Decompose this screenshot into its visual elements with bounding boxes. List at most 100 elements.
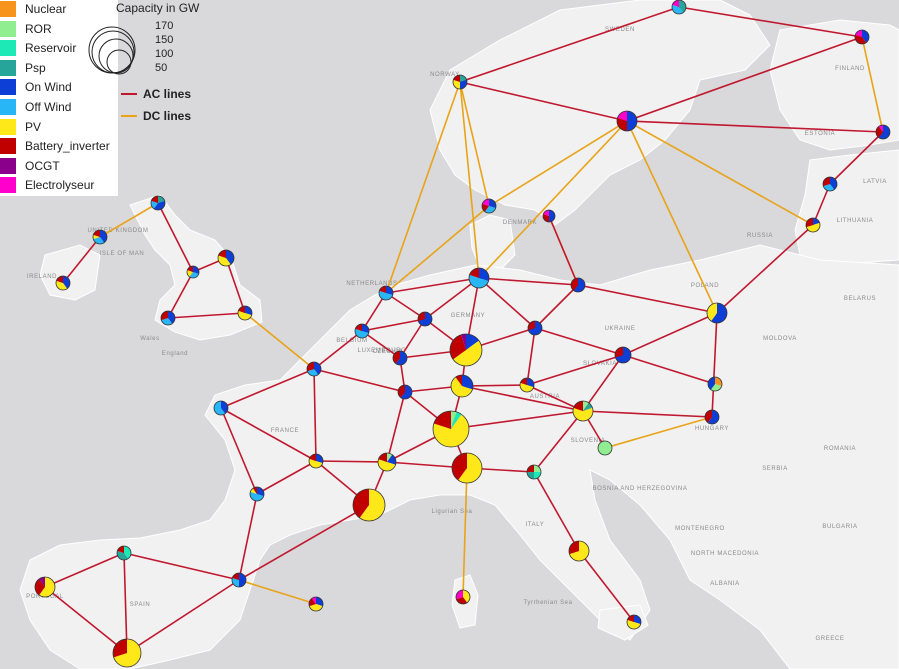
node-ie[interactable] bbox=[55, 275, 71, 291]
node-si[interactable] bbox=[597, 440, 613, 456]
node-ch[interactable] bbox=[432, 410, 470, 448]
ac-line bbox=[582, 410, 713, 418]
node-pl-south[interactable] bbox=[614, 346, 632, 364]
node-lv[interactable] bbox=[822, 176, 838, 192]
node-be[interactable] bbox=[354, 323, 370, 339]
pie-slice bbox=[707, 410, 719, 424]
dc-line bbox=[459, 81, 490, 207]
dc-line bbox=[462, 467, 468, 598]
place-label: UNITED KINGDOM bbox=[87, 228, 148, 234]
pie-slice bbox=[543, 214, 549, 222]
node-it-sardinia[interactable] bbox=[455, 589, 471, 605]
place-label: RUSSIA bbox=[747, 233, 773, 239]
node-de-east[interactable] bbox=[527, 320, 543, 336]
node-gb-south[interactable] bbox=[237, 305, 253, 321]
node-cz[interactable] bbox=[519, 377, 535, 393]
node-dk-west[interactable] bbox=[481, 198, 497, 214]
node-es-balearic[interactable] bbox=[308, 596, 324, 612]
node-ee[interactable] bbox=[875, 124, 891, 140]
node-es-east[interactable] bbox=[231, 572, 247, 588]
pie-slice bbox=[855, 34, 867, 45]
node-lt[interactable] bbox=[805, 217, 821, 233]
pie-slice bbox=[193, 266, 200, 274]
legend-label: On Wind bbox=[25, 80, 72, 95]
pie-slice bbox=[250, 488, 257, 494]
pie-slice bbox=[617, 111, 627, 121]
node-pl[interactable] bbox=[706, 302, 728, 324]
place-label: ROMANIA bbox=[824, 446, 856, 452]
node-se-north[interactable] bbox=[671, 0, 687, 15]
pie-slice bbox=[151, 200, 158, 209]
place-label: GERMANY bbox=[451, 313, 486, 319]
dc-line bbox=[244, 312, 315, 370]
node-hu[interactable] bbox=[704, 409, 720, 425]
node-fi[interactable] bbox=[854, 29, 870, 45]
node-it-central[interactable] bbox=[568, 540, 590, 562]
node-nl[interactable] bbox=[378, 285, 394, 301]
node-no-south[interactable] bbox=[452, 74, 468, 90]
node-at[interactable] bbox=[572, 400, 594, 422]
node-gb-ni[interactable] bbox=[92, 229, 108, 245]
pie-outline bbox=[671, 0, 687, 15]
pie-outline bbox=[822, 176, 838, 192]
node-it-north[interactable] bbox=[451, 452, 483, 484]
node-fr-east[interactable] bbox=[397, 384, 413, 400]
pie-outline bbox=[377, 452, 397, 472]
pie-slice bbox=[353, 489, 369, 518]
node-de-north[interactable] bbox=[468, 267, 490, 289]
node-se-south[interactable] bbox=[616, 110, 638, 132]
pie-outline bbox=[707, 376, 723, 392]
pie-outline bbox=[397, 384, 413, 400]
node-it-adriatic[interactable] bbox=[526, 464, 542, 480]
capacity-nodes bbox=[34, 0, 891, 668]
legend-swatch bbox=[0, 118, 16, 135]
node-es-south[interactable] bbox=[112, 638, 142, 668]
node-fr-ra[interactable] bbox=[377, 452, 397, 472]
ac-line bbox=[424, 277, 480, 320]
place-label: SERBIA bbox=[762, 466, 788, 472]
node-dk-east[interactable] bbox=[542, 209, 556, 223]
capacity-label-150: 150 bbox=[155, 34, 174, 46]
ac-lines-swatch bbox=[121, 93, 137, 95]
place-label: SLOVENIA bbox=[571, 438, 606, 444]
legend-label: ROR bbox=[25, 21, 52, 36]
node-de-south[interactable] bbox=[450, 374, 474, 398]
pie-outline bbox=[568, 540, 590, 562]
node-gb-mid[interactable] bbox=[186, 265, 200, 279]
legend-swatch bbox=[0, 99, 16, 115]
pie-slice bbox=[571, 278, 578, 291]
node-de-west[interactable] bbox=[417, 311, 433, 327]
node-fr-south[interactable] bbox=[352, 488, 386, 522]
node-pl-north[interactable] bbox=[570, 277, 586, 293]
pie-slice bbox=[520, 382, 534, 393]
legend-swatch bbox=[0, 138, 16, 155]
node-es-north[interactable] bbox=[116, 545, 132, 561]
node-fr-centre[interactable] bbox=[308, 453, 324, 469]
node-de-rhine[interactable] bbox=[449, 333, 483, 367]
pie-outline bbox=[432, 410, 470, 448]
pie-outline bbox=[237, 305, 253, 321]
node-sk[interactable] bbox=[707, 376, 723, 392]
node-fr-west[interactable] bbox=[249, 486, 265, 502]
node-gb-scot[interactable] bbox=[150, 195, 166, 211]
pie-slice bbox=[583, 402, 593, 411]
place-label: Ligurian Sea bbox=[432, 509, 473, 515]
pie-slice bbox=[615, 347, 623, 358]
node-it-south[interactable] bbox=[626, 614, 642, 630]
node-gb-wales[interactable] bbox=[160, 310, 176, 326]
legend-item-ocgt: OCGT bbox=[0, 157, 60, 174]
pie-slice bbox=[158, 196, 165, 203]
pie-outline bbox=[116, 545, 132, 561]
pie-outline bbox=[378, 285, 394, 301]
legend-label: Nuclear bbox=[25, 2, 67, 16]
node-fr-north[interactable] bbox=[306, 361, 322, 377]
pie-slice bbox=[187, 266, 193, 272]
pie-slice bbox=[549, 210, 555, 222]
node-lu[interactable] bbox=[392, 350, 408, 366]
node-pt[interactable] bbox=[34, 576, 56, 598]
pie-outline bbox=[854, 29, 870, 45]
node-fr-brit[interactable] bbox=[213, 400, 229, 416]
node-gb-north[interactable] bbox=[217, 249, 235, 267]
dc-line bbox=[604, 416, 713, 449]
